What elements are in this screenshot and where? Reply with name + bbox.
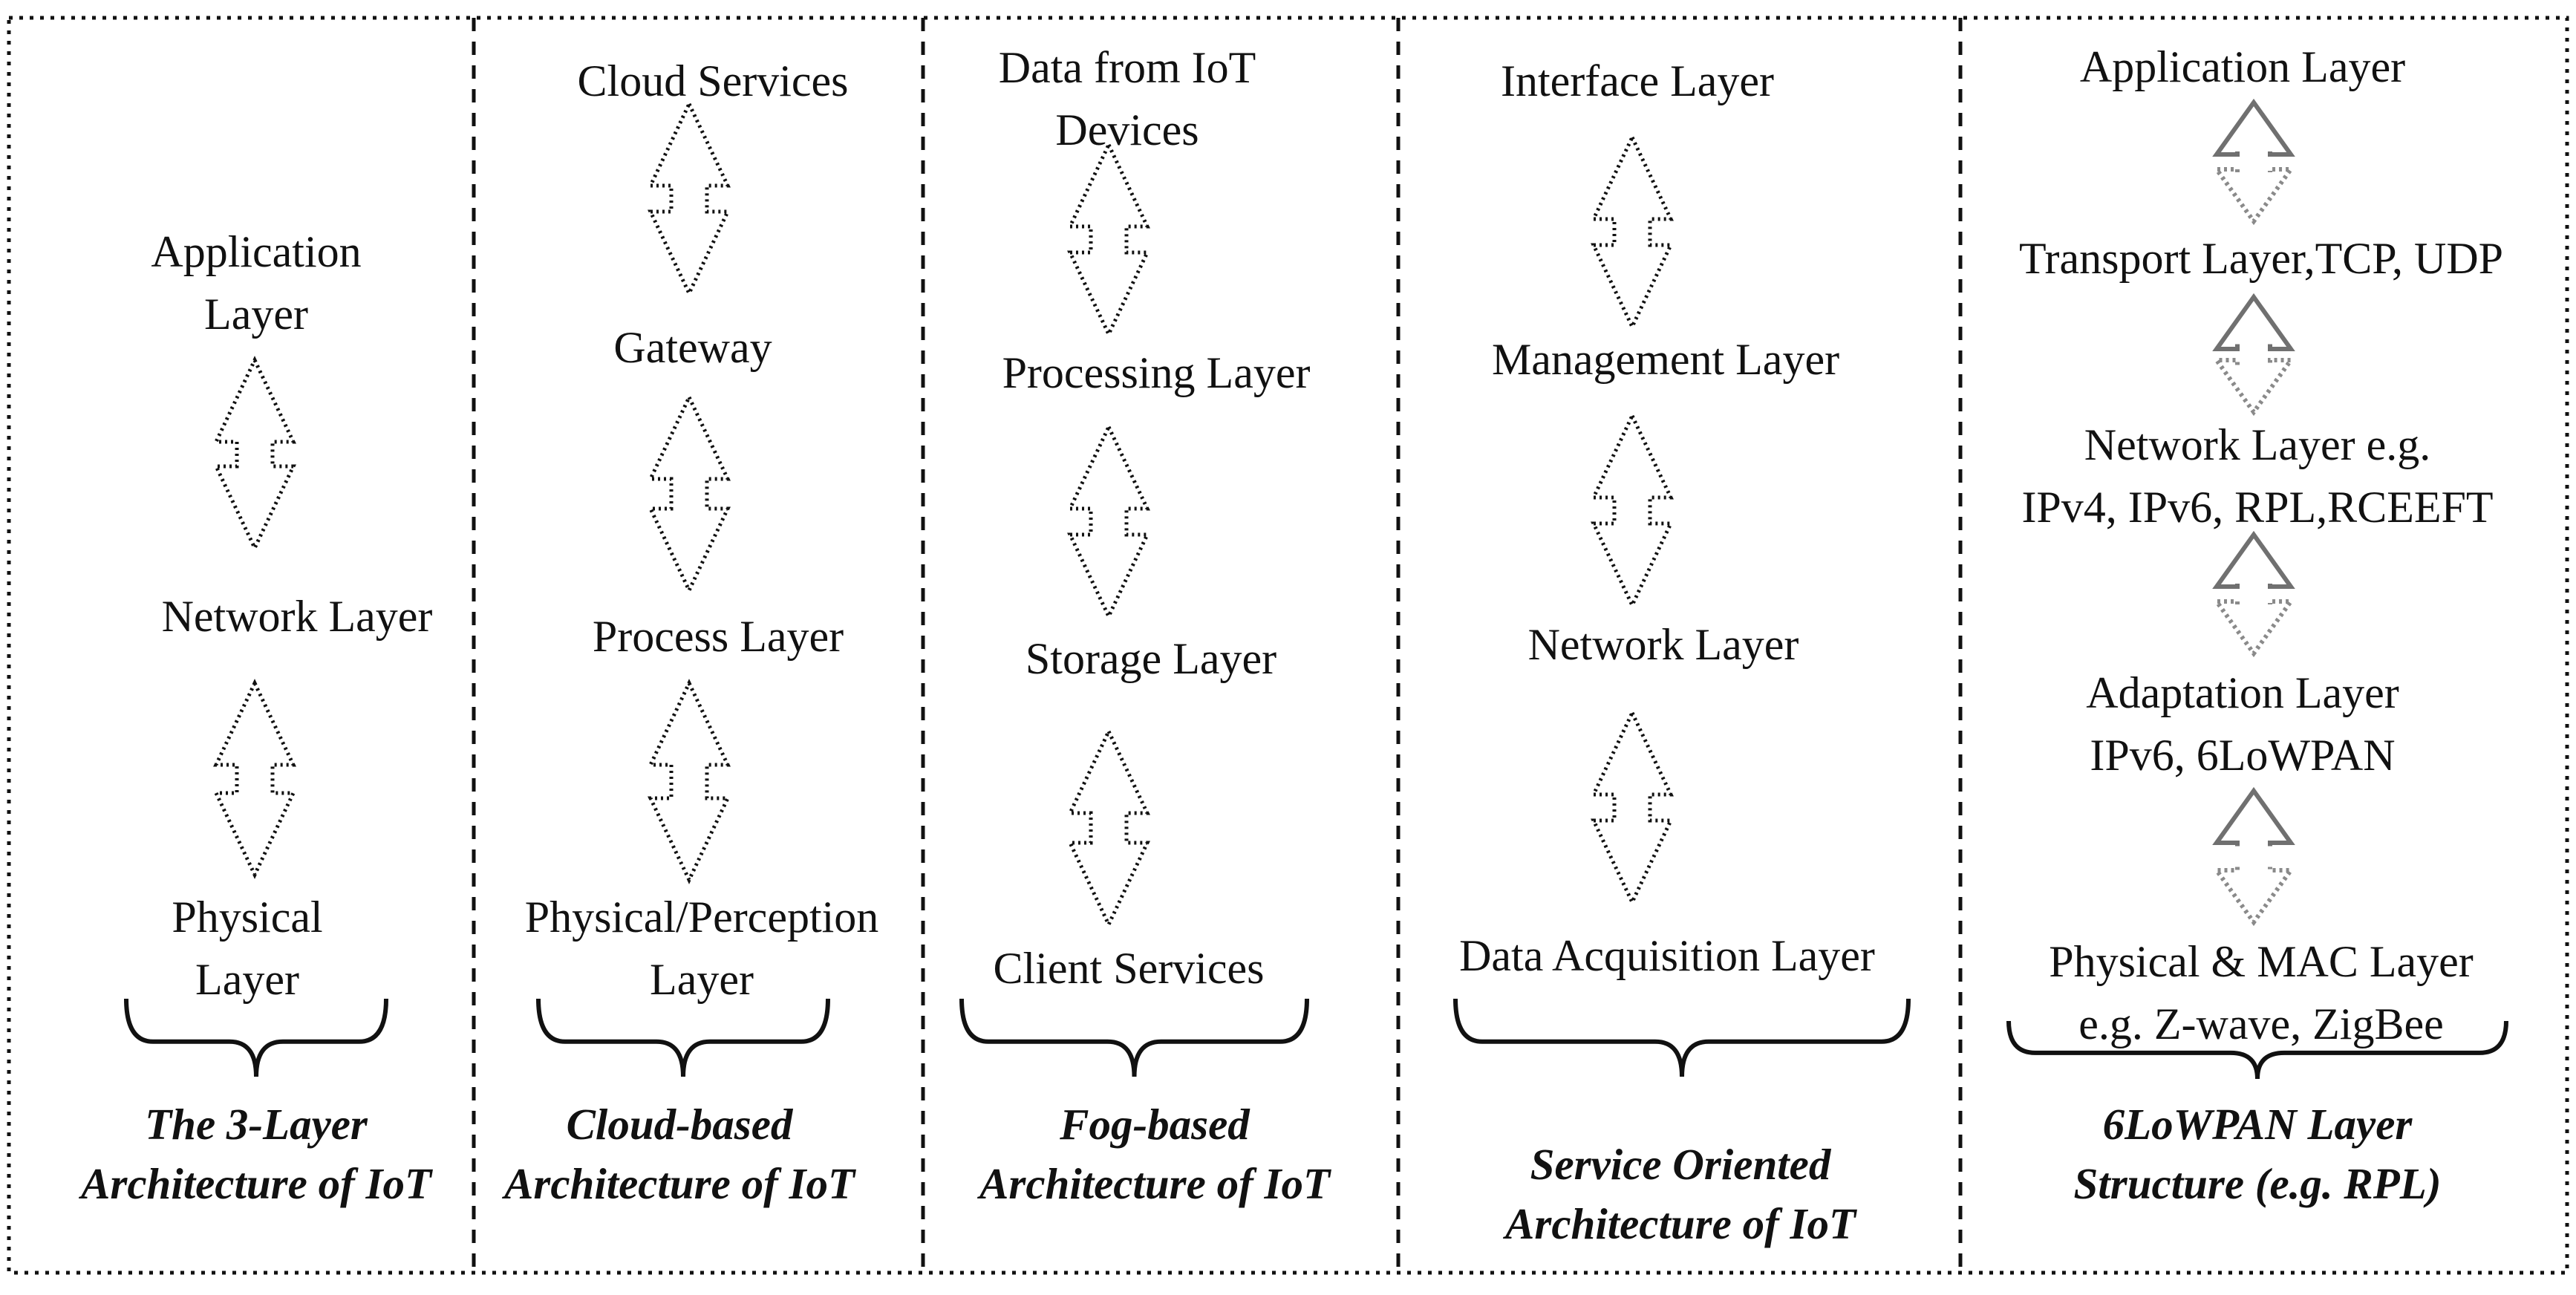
double-arrow-icon (2212, 786, 2295, 927)
label-interface-layer: Interface Layer (1500, 56, 1775, 105)
caption-6lowpan: 6LoWPAN Layer Structure (e.g. RPL) (2073, 1100, 2442, 1208)
double-arrow-icon (1591, 411, 1674, 610)
label-application-layer: Application Layer (151, 227, 362, 339)
label-physical-layer: Physical Layer (172, 893, 323, 1004)
label-management-layer: Management Layer (1491, 335, 1840, 384)
label-data-from-iot-devices: Data from IoT Devices (998, 43, 1256, 154)
label-client-services: Client Services (993, 944, 1265, 993)
label-transport-layer: Transport Layer,TCP, UDP (2018, 234, 2504, 283)
caption-fog-based: Fog-based Architecture of IoT (979, 1100, 1330, 1208)
double-arrow-icon (648, 100, 731, 298)
brace-icon (959, 998, 1309, 1077)
label-processing-layer: Processing Layer (1002, 348, 1311, 397)
label-storage-layer: Storage Layer (1025, 634, 1277, 683)
double-arrow-icon (648, 393, 731, 595)
label-physical-mac-layer: Physical & MAC Layer e.g. Z-wave, ZigBee (2049, 937, 2474, 1048)
double-arrow-icon (1067, 140, 1150, 339)
caption-service-oriented: Service Oriented Architecture of IoT (1505, 1140, 1856, 1248)
label-application-layer-6lowpan: Application Layer (2079, 42, 2406, 91)
double-arrow-icon (213, 679, 296, 879)
caption-3-layer: The 3-Layer Architecture of IoT (81, 1100, 431, 1208)
brace-icon (2006, 1020, 2508, 1080)
brace-icon (124, 998, 388, 1077)
double-arrow-icon (648, 679, 731, 884)
double-arrow-icon (1591, 133, 1674, 331)
caption-cloud-based: Cloud-based Architecture of IoT (504, 1100, 855, 1208)
label-network-layer: Network Layer (161, 592, 433, 641)
brace-icon (536, 998, 830, 1077)
label-network-layer-6lowpan: Network Layer e.g. IPv4, IPv6, RPL,RCEEF… (2021, 420, 2494, 532)
label-physical-perception-layer: Physical/Perception Layer (524, 893, 879, 1004)
label-network-layer-soa: Network Layer (1527, 620, 1799, 669)
double-arrow-icon (1067, 727, 1150, 929)
label-gateway: Gateway (613, 323, 772, 372)
brace-icon (1453, 998, 1911, 1077)
outer-border (7, 16, 2569, 1275)
double-arrow-icon (1591, 708, 1674, 907)
double-arrow-icon (1067, 423, 1150, 621)
label-process-layer: Process Layer (592, 612, 844, 661)
label-cloud-services: Cloud Services (577, 56, 849, 105)
double-arrow-icon (2212, 98, 2295, 226)
label-adaptation-layer: Adaptation Layer IPv6, 6LoWPAN (2086, 668, 2399, 780)
double-arrow-icon (2212, 530, 2295, 658)
label-data-acquisition-layer: Data Acquisition Layer (1459, 931, 1875, 980)
double-arrow-icon (2212, 293, 2295, 417)
double-arrow-icon (213, 356, 296, 552)
